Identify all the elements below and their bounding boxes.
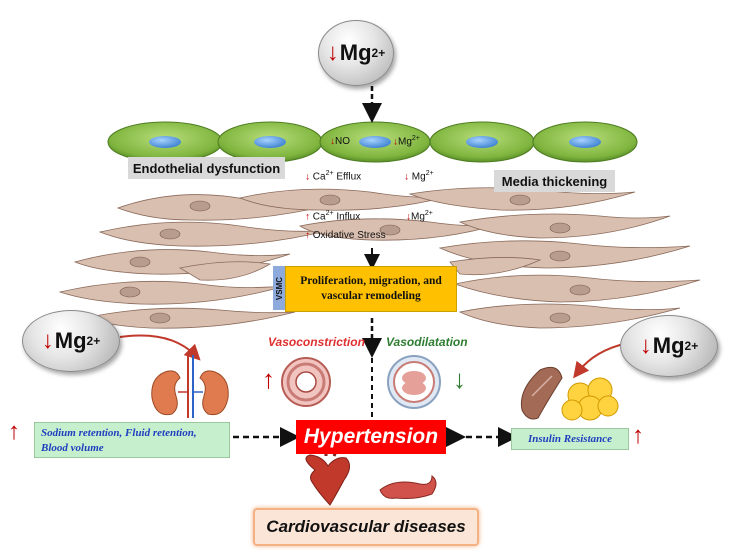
mg-sup: 2+ <box>371 46 386 60</box>
mg-label: Mg <box>652 333 685 358</box>
heart-icon <box>305 446 350 506</box>
vsmc-remodeling-box: Proliferation, migration, and vascular r… <box>285 266 457 312</box>
vsmc-nuclei <box>119 194 591 324</box>
vsmc-tag: VSMC <box>273 266 287 310</box>
kidney-box-line2: Blood volume <box>41 442 104 454</box>
ca-efflux-label: ↓ Ca2+ Efflux <box>305 170 362 183</box>
down-arrow-icon: ↓ <box>639 332 652 359</box>
endothelial-mg-label: ↓Mg2+ <box>393 135 420 148</box>
mg-label: Mg <box>54 328 87 353</box>
cell-nucleus <box>569 136 601 148</box>
down-arrow-icon: ↓ <box>41 327 54 354</box>
endothelial-cell-layer <box>107 121 638 163</box>
endothelial-no-label: ↓NO <box>330 136 350 147</box>
down-arrow-icon: ↓ <box>326 39 339 66</box>
endothelial-dysfunction-label: Endothelial dysfunction <box>128 157 285 179</box>
dilated-vessel-icon <box>387 355 441 409</box>
media-thickening-label: Media thickening <box>494 170 615 192</box>
kidney-effects-box: Sodium retention, Fluid retention, Blood… <box>34 422 230 458</box>
up-arrow-icon: ↑ <box>262 364 275 394</box>
mg-below-endothelium-label: ↓ Mg2+ <box>404 170 434 183</box>
insulin-resistance-box: Insulin Resistance <box>511 428 629 450</box>
muscle-tissue-icon <box>520 366 563 420</box>
up-arrow-icon: ↑ <box>8 418 20 445</box>
oxidative-stress-label: ↑ Oxidative Stress <box>305 230 386 241</box>
down-arrow-icon: ↓ <box>406 211 411 223</box>
cell-nucleus <box>359 136 391 148</box>
cell-nucleus <box>466 136 498 148</box>
down-arrow-icon: ↓ <box>453 364 466 394</box>
mg-label: Mg <box>339 40 372 65</box>
cardiovascular-diseases-box: Cardiovascular diseases <box>253 508 479 546</box>
adipocyte-icon <box>561 377 619 421</box>
vsmc-box-line1: Proliferation, migration, and <box>300 275 442 287</box>
vasoconstriction-label: Vasoconstriction <box>268 335 365 349</box>
cell-nucleus <box>149 136 181 148</box>
vsmc-box-line2: vascular remodeling <box>321 290 421 302</box>
kidney-icon <box>151 355 229 418</box>
kidney-box-line1: Sodium retention, Fluid retention, <box>41 427 197 439</box>
mg-vsmc-label: ↓Mg2+ <box>406 210 433 223</box>
constricted-vessel-icon <box>281 357 331 407</box>
mg-sup: 2+ <box>684 339 699 353</box>
up-arrow-icon: ↑ <box>305 230 310 241</box>
ca-influx-label: ↑ Ca2+ Influx <box>305 210 361 223</box>
blood-vessel-icon <box>379 474 437 499</box>
down-arrow-icon: ↓ <box>404 171 409 183</box>
hypertension-box: Hypertension <box>296 420 446 454</box>
down-arrow-icon: ↓ <box>330 136 335 147</box>
mg-sup: 2+ <box>86 334 101 348</box>
up-arrow-icon: ↑ <box>305 211 310 223</box>
up-arrow-icon: ↑ <box>632 422 644 449</box>
down-arrow-icon: ↓ <box>305 171 310 183</box>
cell-nucleus <box>254 136 286 148</box>
arrow-mg-to-kidney <box>119 334 201 361</box>
vasodilatation-label: Vasodilatation <box>386 335 468 349</box>
down-arrow-icon: ↓ <box>393 136 398 148</box>
